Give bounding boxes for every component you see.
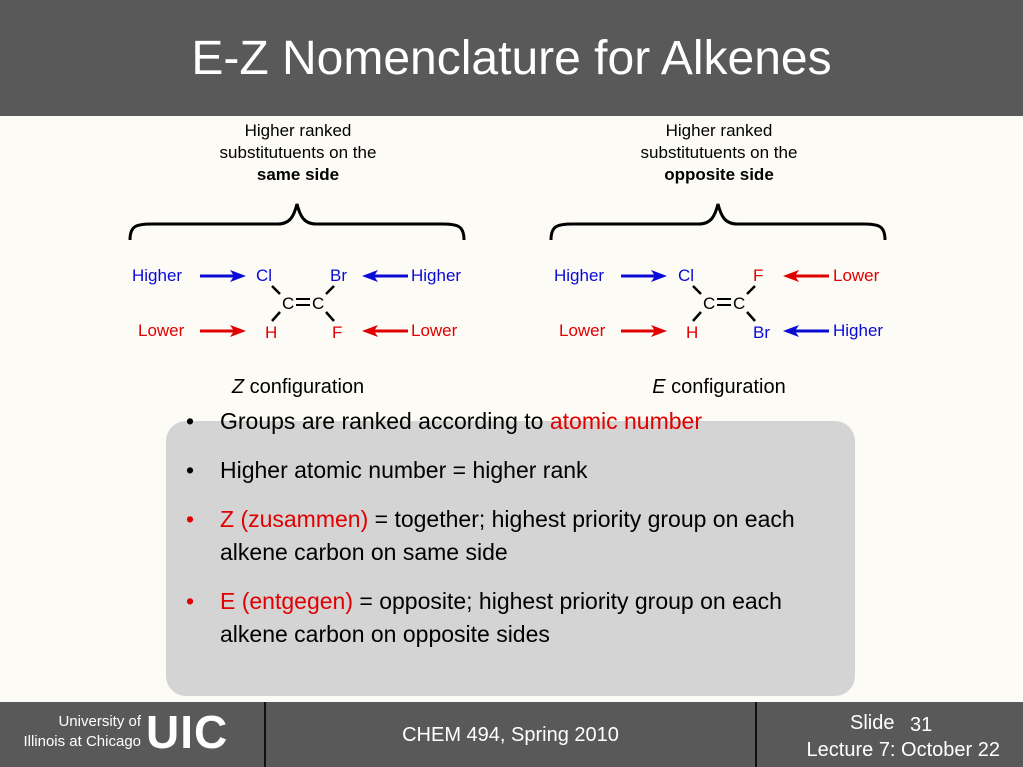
bullet-item: • Higher atomic number = higher rank	[182, 454, 832, 487]
bullet-text: Groups are ranked according to	[220, 408, 550, 434]
e-carbon-right: C	[733, 294, 746, 313]
bullet-box	[166, 421, 855, 696]
e-bottom-left-rank: Lower	[559, 321, 606, 340]
e-config-word: configuration	[665, 376, 786, 398]
slide-title: E-Z Nomenclature for Alkenes	[191, 32, 832, 85]
university-line1: University of	[58, 713, 141, 730]
e-bottom-right-arrow-icon	[783, 325, 829, 337]
slide-footer: University of Illinois at Chicago UIC CH…	[0, 702, 1023, 767]
z-caption-bold: same side	[256, 165, 340, 184]
bullet-text-post: = together; highest priority group on ea…	[220, 506, 795, 565]
e-caption-bold: opposite side	[664, 165, 774, 184]
z-top-left-atom: Cl	[256, 266, 273, 285]
bullet-dot-icon: •	[186, 588, 195, 614]
bullet-highlight: atomic number	[549, 408, 702, 434]
course-name: CHEM 494, Spring 2010	[402, 724, 619, 746]
bullet-highlight: Z (zusammen)	[220, 506, 369, 532]
footer-divider-left	[264, 702, 266, 767]
uic-logo: UIC	[146, 706, 229, 758]
bullet-text-post: = opposite; highest priority group on ea…	[220, 588, 782, 647]
slide-header: E-Z Nomenclature for Alkenes	[0, 0, 1023, 116]
lecture-info: Lecture 7: October 22	[806, 739, 1000, 761]
bullet-highlight: E (entgegen)	[220, 588, 353, 614]
z-caption: Higher ranked substitutuents on the same…	[128, 120, 468, 186]
z-alkene-bonds-icon	[271, 285, 335, 322]
bullet-item: • E (entgegen) = opposite; highest prior…	[182, 585, 832, 651]
bullet-dot-icon: •	[186, 408, 195, 434]
footer-divider-right	[755, 702, 757, 767]
z-top-left-rank: Higher	[132, 266, 183, 285]
university-line2: Illinois at Chicago	[23, 733, 141, 750]
z-bottom-right-atom: F	[332, 323, 343, 342]
e-top-right-atom: F	[753, 266, 764, 285]
e-bottom-right-atom: Br	[753, 323, 770, 342]
e-bottom-left-atom: H	[686, 323, 699, 342]
e-bottom-left-arrow-icon	[621, 325, 667, 337]
e-caption-line2: substitutuents on the	[640, 143, 798, 162]
bullet-item: • Z (zusammen) = together; highest prior…	[182, 503, 832, 569]
e-top-left-rank: Higher	[554, 266, 605, 285]
z-top-right-arrow-icon	[362, 270, 408, 282]
e-carbon-left: C	[703, 294, 716, 313]
z-config-word: configuration	[244, 376, 365, 398]
e-config-letter: E	[652, 376, 666, 398]
e-top-right-rank: Lower	[833, 266, 880, 285]
e-top-right-arrow-icon	[783, 270, 829, 282]
bullet-text: Higher atomic number = higher rank	[220, 457, 588, 483]
e-top-left-arrow-icon	[621, 270, 667, 282]
e-caption: Higher ranked substitutuents on the oppo…	[549, 120, 889, 186]
z-bottom-left-atom: H	[265, 323, 278, 342]
bullet-list: • Groups are ranked according to atomic …	[182, 405, 832, 667]
z-bottom-right-arrow-icon	[362, 325, 408, 337]
z-bottom-left-rank: Lower	[138, 321, 185, 340]
e-bottom-right-rank: Higher	[833, 321, 884, 340]
z-carbon-right: C	[312, 294, 325, 313]
bullet-dot-icon: •	[186, 506, 195, 532]
z-bottom-left-arrow-icon	[200, 325, 246, 337]
e-top-left-atom: Cl	[678, 266, 695, 285]
slide-label: Slide	[850, 712, 895, 734]
e-caption-line1: Higher ranked	[665, 121, 773, 140]
z-diagram: Higher ranked substitutuents on the same…	[128, 120, 468, 410]
z-top-right-atom: Br	[330, 266, 347, 285]
e-brace-icon	[549, 203, 887, 241]
z-caption-line1: Higher ranked	[244, 121, 352, 140]
z-brace-icon	[128, 203, 466, 241]
e-diagram: Higher ranked substitutuents on the oppo…	[549, 120, 889, 410]
bullet-item: • Groups are ranked according to atomic …	[182, 405, 832, 438]
z-configuration-label: Z configuration	[128, 375, 468, 399]
bullet-dot-icon: •	[186, 457, 195, 483]
z-top-right-rank: Higher	[411, 266, 462, 285]
z-bottom-right-rank: Lower	[411, 321, 458, 340]
e-alkene-bonds-icon	[692, 285, 756, 322]
z-config-letter: Z	[231, 376, 245, 398]
university-name: University of Illinois at Chicago	[0, 712, 141, 752]
e-configuration-label: E configuration	[549, 375, 889, 399]
z-top-left-arrow-icon	[200, 270, 246, 282]
slide-number: 31	[910, 714, 933, 736]
z-caption-line2: substitutuents on the	[219, 143, 377, 162]
z-carbon-left: C	[282, 294, 295, 313]
